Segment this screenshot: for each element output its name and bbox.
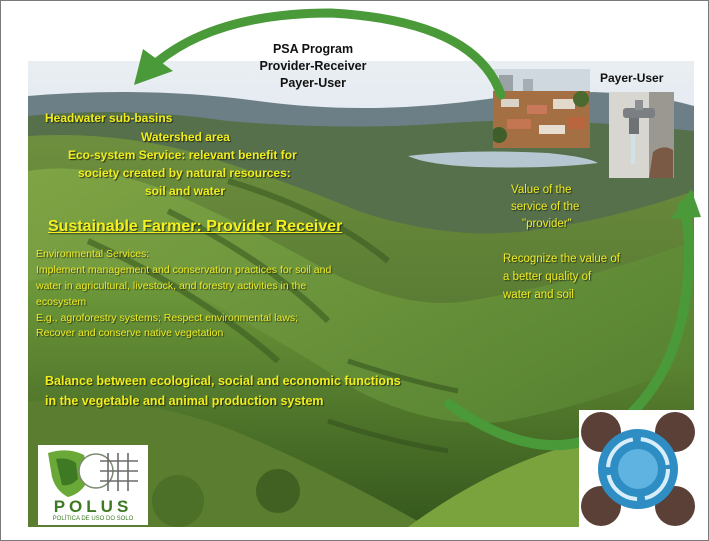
ecosystem-service-text: Eco-system Service: relevant benefit for (68, 148, 297, 162)
recognize-line-2: a better quality of (503, 271, 592, 283)
cycle-logo (579, 410, 697, 528)
farmer-heading: Sustainable Farmer: Provider Receiver (48, 218, 343, 235)
env-services-line-6: Recover and conserve native vegetation (36, 327, 224, 339)
balance-line-1: Balance between ecological, social and e… (45, 374, 401, 388)
env-services-line-3: water in agricultural, livestock, and fo… (36, 280, 307, 292)
polus-map-icon (48, 450, 138, 497)
recognize-line-1: Recognize the value of (503, 253, 620, 265)
program-line-1: PSA Program (272, 42, 354, 56)
payer-user-label: Payer-User (600, 71, 664, 85)
env-services-line-1: Environmental Services: (36, 248, 150, 260)
balance-line-2: in the vegetable and animal production s… (45, 394, 324, 408)
value-line-2: service of the (511, 201, 580, 213)
top-program-text: PSA Program Provider-Receiver Payer-User (248, 41, 378, 92)
program-line-2: Provider-Receiver (259, 59, 367, 73)
headwater-text: Headwater sub-basins (45, 111, 173, 125)
watershed-area-text: Watershed area (141, 130, 230, 144)
value-line-1: Value of the (511, 184, 572, 196)
value-line-3: "provider" (522, 218, 572, 230)
program-line-3: Payer-User (279, 76, 346, 90)
env-services-line-5: E.g., agroforestry systems; Respect envi… (36, 312, 299, 324)
cycle-logo-graphic (579, 410, 697, 528)
env-services-line-2: Implement management and conservation pr… (36, 264, 332, 276)
polus-logo: POLUS POLÍTICA DE USO DO SOLO (38, 445, 148, 525)
faucet-photo (609, 92, 674, 178)
env-services-line-4: ecosystem (36, 296, 87, 308)
polus-name: POLUS (53, 497, 133, 516)
society-benefit-text: society created by natural resources: (78, 166, 291, 180)
recognize-line-3: water and soil (503, 289, 574, 301)
soil-water-text: soil and water (145, 184, 226, 198)
town-photo (493, 69, 590, 148)
polus-subtitle: POLÍTICA DE USO DO SOLO (52, 516, 134, 522)
